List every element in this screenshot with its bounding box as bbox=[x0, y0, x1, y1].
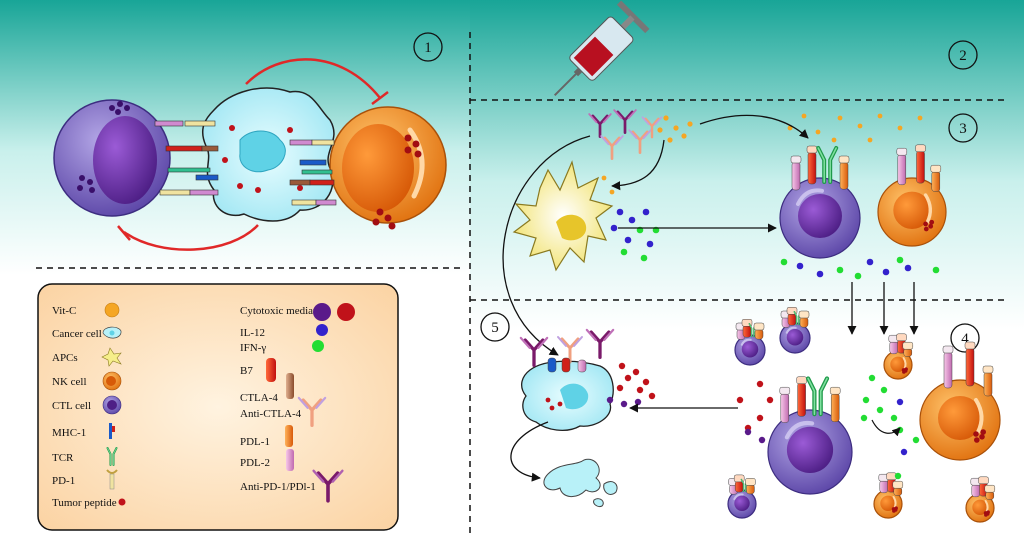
legend-item-ctla4: CTLA-4 bbox=[240, 373, 294, 404]
legend-item-pd1: PD-1 bbox=[52, 469, 118, 490]
dead-cancer-fragments bbox=[543, 458, 601, 497]
legend-label: Anti-CTLA-4 bbox=[240, 408, 302, 420]
legend-label: PDL-2 bbox=[240, 457, 270, 469]
nk-cell-large bbox=[329, 106, 447, 230]
panel-5-cancer-killing bbox=[510, 328, 738, 507]
cancer-icon bbox=[102, 326, 122, 339]
cancer-nucleus bbox=[239, 130, 286, 173]
legend-label: B7 bbox=[240, 365, 253, 377]
apc-nucleus bbox=[556, 214, 587, 241]
panel-number-3: 3 bbox=[948, 113, 978, 143]
legend-item-ifn: IFN-γ bbox=[240, 340, 324, 354]
legend-label: Cytotoxic mediators bbox=[240, 305, 330, 317]
cytokine-dots-bottom bbox=[780, 256, 940, 280]
legend-label: Vit-C bbox=[52, 305, 76, 317]
receptors-cancer-nk bbox=[289, 139, 337, 206]
legend-item-b7: B7 bbox=[240, 358, 276, 382]
legend-label: Anti-PD-1/PDl-1 bbox=[240, 481, 316, 493]
legend-item-vitc: Vit-C bbox=[52, 302, 120, 318]
legend-label: MHC-1 bbox=[52, 427, 86, 439]
panel-3-arrows bbox=[502, 114, 919, 356]
legend-item-antipd1: Anti-PD-1/PDl-1 bbox=[240, 469, 344, 503]
legend-label: TCR bbox=[52, 452, 74, 464]
legend-item-cyto: Cytotoxic mediators bbox=[240, 303, 355, 321]
panel-number-1: 1 bbox=[413, 32, 443, 62]
tcr-icon bbox=[106, 447, 118, 466]
ctl-cell-panel3 bbox=[779, 145, 861, 259]
ctl-icon bbox=[102, 395, 122, 415]
legend-label: CTLA-4 bbox=[240, 392, 278, 404]
legend-item-pdl1: PDL-1 bbox=[240, 425, 293, 448]
svg-text:1: 1 bbox=[424, 40, 432, 56]
panel5-cytotoxic-mediators bbox=[606, 362, 656, 408]
legend-right-column: Cytotoxic mediatorsIL-12IFN-γB7CTLA-4Ant… bbox=[240, 303, 355, 503]
legend-label: APCs bbox=[52, 352, 78, 364]
panel-4-expansion bbox=[727, 307, 1001, 523]
legend-item-mhc: MHC-1 bbox=[52, 423, 115, 439]
legend-item-nk: NK cell bbox=[52, 371, 122, 391]
vitc-dots bbox=[589, 113, 923, 195]
panel-number-4: 4 bbox=[950, 323, 980, 353]
cancer-nucleus-panel5 bbox=[560, 383, 589, 410]
mhc-icon bbox=[109, 423, 115, 439]
legend-item-pdl2: PDL-2 bbox=[240, 449, 294, 471]
panel-separators bbox=[36, 32, 1005, 536]
legend-item-tcr: TCR bbox=[52, 447, 118, 466]
legend-label: IL-12 bbox=[240, 327, 265, 339]
legend-label: CTL cell bbox=[52, 400, 91, 412]
dead-fragment-tiny bbox=[593, 498, 604, 507]
b7-icon bbox=[266, 358, 276, 382]
panel-3-vaccine-drugs bbox=[502, 109, 947, 356]
legend-item-antictla4: Anti-CTLA-4 bbox=[240, 396, 327, 428]
tumor-peptides bbox=[222, 125, 303, 193]
antipd1-icon bbox=[312, 469, 344, 503]
legend-label: NK cell bbox=[52, 376, 87, 388]
pdl1-icon bbox=[285, 425, 293, 447]
ctla4-icon bbox=[286, 373, 294, 399]
panel5-antibodies bbox=[519, 328, 615, 373]
legend-label: PDL-1 bbox=[240, 436, 270, 448]
cytokine-dots-apc bbox=[610, 208, 660, 262]
ctl-cell-large bbox=[53, 99, 171, 217]
panel-number-5: 5 bbox=[480, 312, 510, 342]
dead-fragment-small bbox=[603, 481, 618, 495]
legend-item-peptide: Tumor peptide bbox=[52, 497, 126, 509]
pdl2-icon bbox=[286, 449, 294, 471]
antictla4-icon bbox=[297, 396, 327, 428]
antibody-cluster bbox=[588, 109, 663, 160]
syringe bbox=[553, 0, 650, 97]
svg-text:4: 4 bbox=[961, 331, 969, 347]
il12-icon bbox=[316, 324, 328, 336]
svg-text:5: 5 bbox=[491, 320, 499, 336]
pd1-icon bbox=[106, 469, 118, 490]
legend-item-apc: APCs bbox=[52, 347, 122, 367]
svg-text:3: 3 bbox=[959, 121, 967, 137]
legend-label: Cancer cell bbox=[52, 328, 102, 340]
inhibition-arcs bbox=[117, 58, 389, 251]
nk-cell-panel3 bbox=[877, 144, 947, 247]
legend-label: Tumor peptide bbox=[52, 497, 117, 509]
legend-item-ctl: CTL cell bbox=[52, 395, 122, 415]
legend-box bbox=[37, 283, 399, 531]
nk-icon bbox=[102, 371, 122, 391]
legend-item-cancer: Cancer cell bbox=[52, 326, 122, 340]
cyto-icon bbox=[313, 303, 355, 321]
receptors-ctl-cancer bbox=[154, 120, 219, 196]
panel-5-arrows bbox=[510, 403, 738, 482]
panel-number-2: 2 bbox=[948, 40, 978, 70]
legend-item-il12: IL-12 bbox=[240, 324, 328, 339]
legend-label: PD-1 bbox=[52, 475, 75, 487]
apc-dendritic-cell bbox=[512, 160, 614, 272]
peptide-icon bbox=[118, 498, 126, 506]
vitc-icon bbox=[104, 302, 120, 318]
apc-icon bbox=[101, 347, 122, 367]
panel-1-immune-synapse bbox=[53, 58, 447, 251]
svg-text:2: 2 bbox=[959, 48, 967, 64]
panel-2-3-background bbox=[470, 0, 1024, 330]
legend-label: IFN-γ bbox=[240, 342, 266, 354]
ifn-icon bbox=[312, 340, 324, 352]
